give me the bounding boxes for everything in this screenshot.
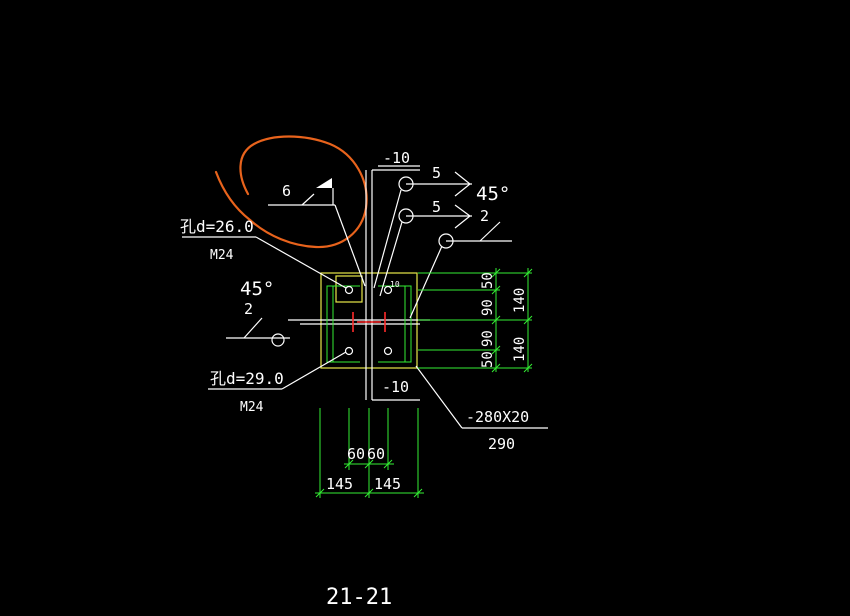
bolt-hole [383, 285, 393, 295]
bolt-hole [344, 285, 354, 295]
plate-thickness-top: -10 [383, 149, 410, 167]
angle-left: 45° [240, 278, 274, 300]
dim-right-50-bottom: 50 [480, 351, 496, 368]
dim-bottom-145-left: 145 [326, 475, 353, 493]
bolt-label-bottom: M24 [240, 400, 264, 415]
base-plate-sublabel: 290 [488, 435, 515, 453]
top-leaders [182, 165, 512, 319]
section-title: 21-21 [326, 585, 392, 610]
base-plate-label: -280X20 [466, 408, 529, 426]
dim-bottom-145-right: 145 [374, 475, 401, 493]
left-leaders [208, 317, 347, 390]
bolt-holes [344, 285, 393, 356]
right-dimensions [418, 268, 533, 373]
dim-right-90-top: 90 [480, 299, 496, 316]
angle-top: 45° [476, 183, 510, 205]
stiffeners [326, 285, 412, 363]
dim-right-140-bottom: 140 [512, 337, 528, 362]
dim-right-50-top: 50 [480, 272, 496, 289]
dim-bottom-60-right: 60 [367, 445, 385, 463]
weld-size-2: 5 [432, 198, 441, 216]
bolt-hole [344, 346, 354, 356]
column-plate-outline [288, 169, 430, 401]
dim-right-140-top: 140 [512, 288, 528, 313]
bolt-label-top: M24 [210, 248, 234, 263]
bolt-hole [383, 346, 393, 356]
weld-size-1: 5 [432, 164, 441, 182]
gap-top: 2 [480, 207, 489, 225]
small-tag: 10 [390, 280, 400, 289]
bottom-dimensions [315, 408, 424, 498]
plate-thickness-bottom: -10 [382, 378, 409, 396]
weld-marks [352, 312, 386, 332]
base-plate-leader [415, 365, 548, 429]
hole-label-top: 孔d=26.0 [180, 217, 254, 236]
dim-right-90-bottom: 90 [480, 330, 496, 347]
weld-size-circled: 6 [282, 182, 291, 200]
dim-bottom-60-left: 60 [347, 445, 365, 463]
hole-label-bottom: 孔d=29.0 [210, 369, 284, 388]
gap-left: 2 [244, 300, 253, 318]
